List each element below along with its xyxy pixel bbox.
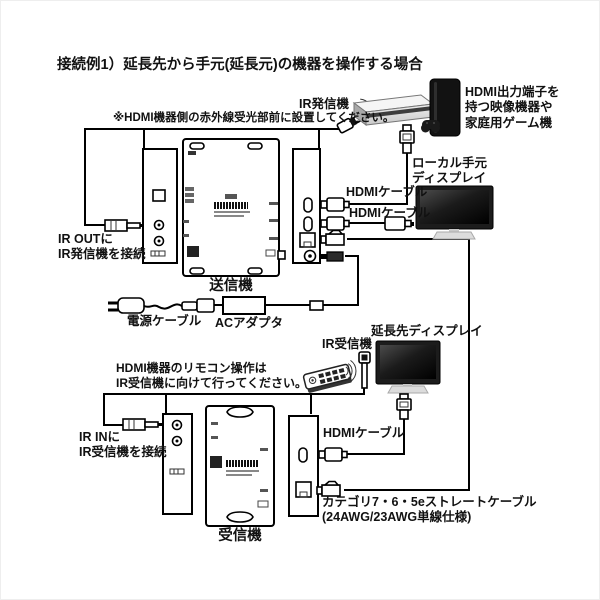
ir-out-cable — [84, 128, 339, 226]
local-display-label: ローカル手元 ディスプレイ — [412, 156, 488, 186]
receiver-label: 受信機 — [218, 528, 262, 544]
hdmi-cable-extended-display — [346, 419, 405, 455]
lan-cable — [344, 238, 470, 491]
hdmi-plug-icon — [384, 216, 414, 231]
lan-plug-icon — [316, 480, 341, 497]
receiver-right-panel — [288, 415, 319, 517]
local-display-icon — [415, 185, 494, 240]
remote-control-icon — [302, 359, 357, 393]
extended-display-icon — [375, 340, 441, 394]
transmitter-left-panel — [142, 148, 178, 264]
power-plug-icon — [108, 297, 145, 314]
lan-port-icon — [295, 481, 312, 498]
transmitter-label: 送信機 — [209, 278, 253, 294]
hdmi-cable-label-3: HDMIケーブル — [323, 426, 405, 440]
power-cable-label: 電源ケーブル — [127, 314, 202, 328]
ir-receiver-label: IR受信機 — [322, 337, 373, 351]
ir-in-cable — [103, 387, 365, 426]
remote-note: HDMI機器のリモコン操作は IR受信機に向けて行ってください。 — [116, 361, 308, 390]
hdmi-plug-vertical-icon — [396, 393, 412, 420]
hdmi-port-icon — [298, 447, 308, 463]
lan-plug-icon — [320, 229, 345, 246]
ac-adapter-label: ACアダプタ — [215, 316, 284, 330]
power-connector-icon — [181, 298, 215, 313]
ir-out-note: IR OUTに IR発信機を接続 — [58, 232, 146, 262]
game-console-icon — [421, 78, 461, 137]
transmitter-front-view — [182, 138, 286, 277]
hdmi-plug-icon — [320, 197, 350, 231]
hdmi-port-icon — [303, 216, 313, 232]
diagram-title: 接続例1）延長先から手元(延長元)の機器を操作する場合 — [57, 57, 423, 73]
hdmi-port-icon — [303, 197, 313, 213]
source-device-label: HDMI出力端子を 持つ映像機器や 家庭用ゲーム機 — [465, 85, 560, 130]
receiver-front-view — [205, 405, 275, 527]
ir-in-note: IR INに IR受信機を接続 — [79, 430, 167, 460]
hdmi-cable-label-1: HDMIケーブル — [346, 185, 428, 199]
receiver-left-panel — [162, 413, 193, 515]
hdmi-cable-source — [349, 153, 408, 205]
ir-minijack-plug-icon — [104, 219, 144, 232]
ir-emitter-label: IR発信機 — [299, 97, 350, 111]
ir-receiver-icon — [358, 351, 371, 389]
transmitter-right-panel — [292, 148, 321, 264]
hdmi-cable-label-2: HDMIケーブル — [349, 206, 431, 220]
dvd-player-icon — [352, 94, 435, 126]
lan-cable-label: カテゴリ7・6・5eストレートケーブル (24AWG/23AWG単線仕様) — [322, 495, 537, 525]
dc-plug-icon — [321, 251, 344, 262]
dc-inline-connector-icon — [309, 300, 324, 311]
ac-adapter-icon — [222, 296, 266, 315]
hdmi-plug-icon — [318, 447, 348, 462]
lan-port-icon — [299, 232, 316, 248]
ir-minijack-plug-icon — [122, 418, 162, 431]
hdmi-plug-vertical-icon — [399, 124, 415, 154]
ir-emitter-note: ※HDMI機器側の赤外線受光部前に設置してください。 — [113, 112, 395, 124]
extended-display-label: 延長先ディスプレイ — [371, 324, 483, 338]
